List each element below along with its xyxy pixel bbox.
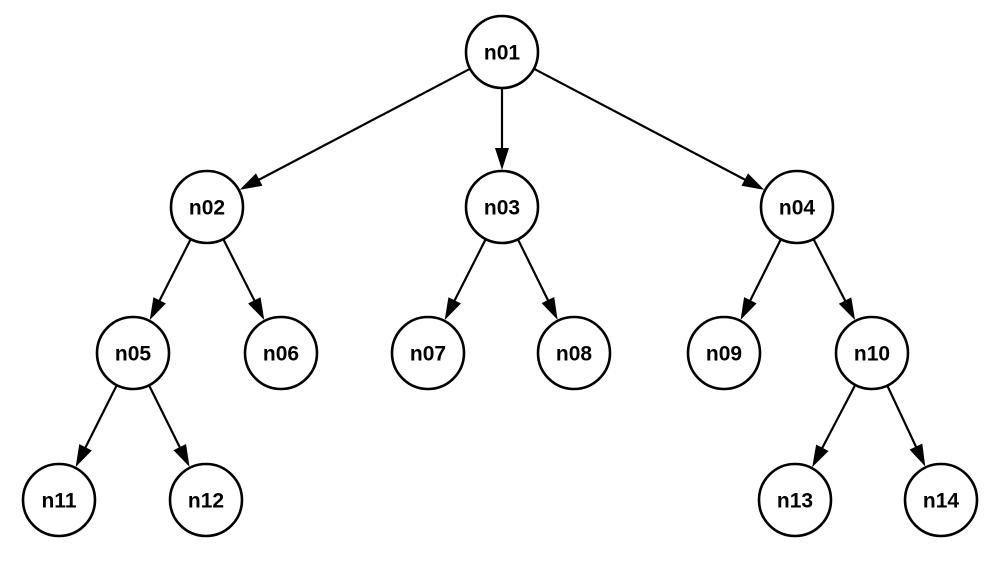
- node-circle[interactable]: [168, 462, 244, 538]
- edge-line: [157, 239, 192, 303]
- edge-n05-to-n11: [75, 385, 118, 467]
- arrowhead-icon: [812, 444, 829, 468]
- edge-n02-to-n05: [149, 239, 192, 320]
- node-circle[interactable]: [903, 462, 979, 538]
- edge-line: [886, 386, 918, 449]
- arrowhead-icon: [838, 297, 856, 321]
- node-circle[interactable]: [536, 315, 612, 391]
- edge-n02-to-n06: [222, 239, 265, 320]
- node-circle[interactable]: [834, 315, 910, 391]
- nodes-layer: n01 n02 n03 n04 n05 n06 n07 n08 n09 n10 n11 n12 n13 n…: [21, 14, 979, 538]
- node-n14[interactable]: n14: [903, 462, 979, 538]
- node-n13[interactable]: n13: [757, 462, 833, 538]
- edge-n04-to-n09: [740, 239, 782, 320]
- edge-n05-to-n12: [148, 385, 190, 467]
- edge-n04-to-n10: [812, 239, 856, 321]
- node-circle[interactable]: [464, 169, 540, 245]
- node-label: n13: [777, 490, 813, 513]
- node-circle[interactable]: [759, 169, 835, 245]
- arrowhead-icon: [740, 297, 757, 320]
- node-n06[interactable]: n06: [243, 315, 319, 391]
- node-label: n11: [41, 490, 76, 513]
- edge-n03-to-n08: [517, 239, 558, 320]
- arrowhead-icon: [495, 148, 509, 170]
- node-label: n01: [484, 42, 521, 65]
- node-label: n09: [706, 343, 742, 366]
- edge-line: [517, 239, 550, 303]
- node-n11[interactable]: n11: [21, 462, 97, 538]
- edge-line: [452, 239, 487, 303]
- edges-layer: [75, 68, 926, 468]
- node-label: n12: [188, 490, 224, 513]
- edge-line: [534, 68, 748, 182]
- node-label: n03: [484, 197, 520, 220]
- edge-n03-to-n07: [444, 239, 487, 320]
- node-n03[interactable]: n03: [464, 169, 540, 245]
- edge-n10-to-n14: [886, 386, 926, 467]
- node-label: n07: [410, 343, 446, 366]
- node-label: n05: [115, 343, 152, 366]
- node-n04[interactable]: n04: [759, 169, 835, 245]
- edge-n01-to-n04: [534, 68, 765, 190]
- node-label: n04: [779, 197, 816, 220]
- node-label: n10: [854, 343, 890, 366]
- node-circle[interactable]: [243, 315, 319, 391]
- arrowhead-icon: [75, 444, 92, 467]
- edge-line: [820, 385, 856, 451]
- arrowhead-icon: [173, 444, 190, 467]
- node-n09[interactable]: n09: [686, 315, 762, 391]
- node-circle[interactable]: [21, 462, 97, 538]
- arrowhead-icon: [248, 297, 265, 320]
- node-n08[interactable]: n08: [536, 315, 612, 391]
- node-label: n08: [556, 343, 593, 366]
- edge-n01-to-n03: [495, 89, 509, 170]
- edge-line: [83, 385, 118, 450]
- node-n02[interactable]: n02: [169, 169, 245, 245]
- node-label: n02: [189, 197, 225, 220]
- node-circle[interactable]: [686, 315, 762, 391]
- node-circle[interactable]: [390, 315, 466, 391]
- edge-line: [222, 239, 257, 303]
- node-circle[interactable]: [757, 462, 833, 538]
- edge-line: [812, 239, 847, 303]
- arrowhead-icon: [149, 297, 166, 320]
- arrowhead-icon: [444, 297, 461, 320]
- edge-n01-to-n02: [239, 68, 470, 190]
- node-n12[interactable]: n12: [168, 462, 244, 538]
- node-circle[interactable]: [464, 14, 540, 90]
- node-n01[interactable]: n01: [464, 14, 540, 90]
- arrowhead-icon: [239, 173, 263, 190]
- arrowhead-icon: [909, 443, 926, 467]
- node-label: n06: [263, 343, 299, 366]
- node-n10[interactable]: n10: [834, 315, 910, 391]
- node-circle[interactable]: [95, 315, 171, 391]
- edge-line: [748, 239, 782, 303]
- arrowhead-icon: [541, 296, 558, 320]
- node-n05[interactable]: n05: [95, 315, 171, 391]
- arrowhead-icon: [741, 173, 765, 190]
- edge-line: [256, 68, 470, 182]
- edge-line: [148, 385, 182, 450]
- node-label: n14: [923, 490, 960, 513]
- node-n07[interactable]: n07: [390, 315, 466, 391]
- node-circle[interactable]: [169, 169, 245, 245]
- edge-n10-to-n13: [812, 385, 856, 468]
